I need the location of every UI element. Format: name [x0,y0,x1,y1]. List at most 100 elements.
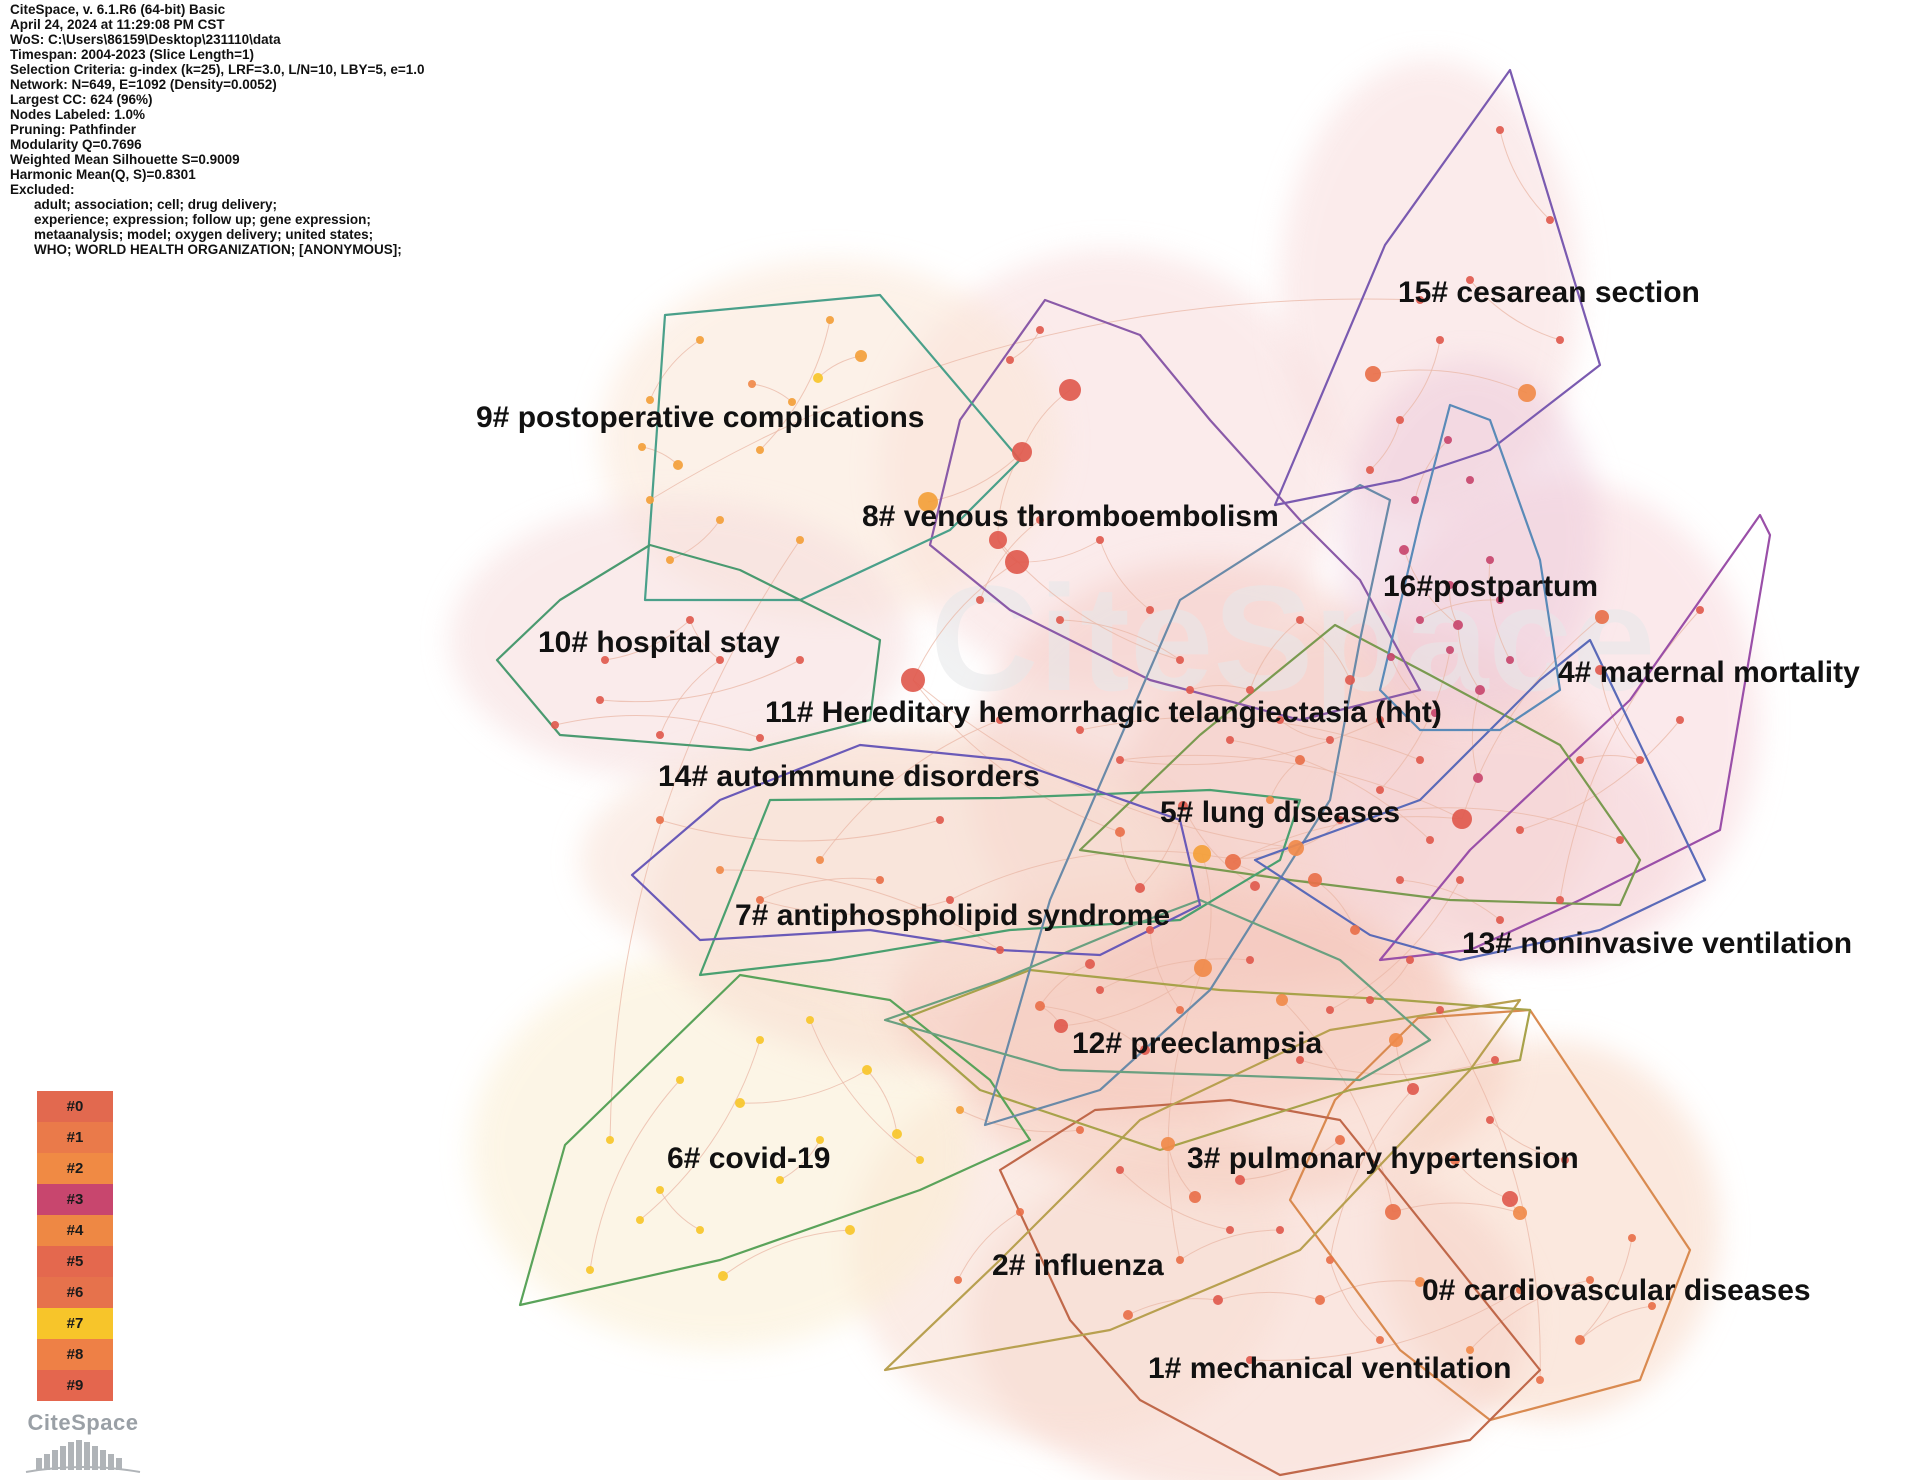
cluster-label: 15# cesarean section [1398,276,1700,309]
excluded-line: adult; association; cell; drug delivery; [34,197,278,212]
info-line: April 24, 2024 at 11:29:08 PM CST [10,17,225,32]
network-edge [689,619,721,661]
network-node [1296,1056,1304,1064]
network-node [1250,881,1260,891]
network-node [1466,276,1474,284]
legend-swatch: #1 [37,1122,113,1153]
network-node [735,1098,745,1108]
network-edge [912,561,1018,681]
network-node [1536,1376,1544,1384]
network-node [1076,726,1084,734]
network-edge [1392,1202,1521,1214]
network-edge [1167,967,1204,1261]
network-edge [1414,439,1449,501]
network-node [1516,1286,1524,1294]
network-node [1396,416,1404,424]
network-edge [1217,1291,1321,1301]
network-edge [1239,1139,1341,1181]
network-node [1146,926,1154,934]
network-node [1226,736,1234,744]
network-node [936,816,944,824]
info-line: CiteSpace, v. 6.1.R6 (64-bit) Basic [10,2,226,17]
network-node [1436,1006,1444,1014]
cluster-halos [450,60,1760,1480]
info-line: Pruning: Pathfinder [10,122,136,137]
network-edge [659,819,941,842]
network-edge [927,451,1023,503]
network-node [1193,845,1211,863]
network-node [716,866,724,874]
network-node [716,516,724,524]
network-edge [1299,619,1351,681]
network-node [1696,606,1704,614]
network-node [606,1136,614,1144]
network-node [1226,1226,1234,1234]
network-node [1466,1346,1474,1354]
info-line: Nodes Labeled: 1.0% [10,107,146,122]
network-node [1315,1295,1325,1305]
network-node [862,1065,872,1075]
network-node [796,656,804,664]
network-node [876,876,884,884]
network-node [1411,496,1419,504]
network-edge [1127,1298,1219,1316]
network-edge [1457,624,1481,691]
network-node [1115,827,1125,837]
network-node [1636,756,1644,764]
network-node [813,373,823,383]
network-node [756,446,764,454]
cluster-label: 10# hospital stay [538,626,780,659]
network-node [1176,1256,1184,1264]
network-node [1213,1295,1223,1305]
network-node [1446,581,1454,589]
network-node [1288,840,1304,856]
legend-swatch: #6 [37,1277,113,1308]
network-node [1616,836,1624,844]
logo-text: CiteSpace [27,1410,139,1435]
info-line: Selection Criteria: g-index (k=25), LRF=… [10,62,425,77]
network-node [1225,854,1241,870]
network-edge [866,1069,898,1135]
network-edge [599,659,801,703]
network-node [1496,126,1504,134]
network-node [816,856,824,864]
excluded-line: experience; expression; follow up; gene … [34,212,371,227]
cluster-label: 14# autoimmune disorders [658,760,1040,793]
network-node [1296,616,1304,624]
network-node [1491,1056,1499,1064]
network-edge [719,869,1001,951]
cluster-label: 11# Hereditary hemorrhagic telangiectasi… [765,696,1442,729]
legend-swatch: #0 [37,1091,113,1122]
cluster-hull [1378,513,1772,962]
legend-swatch: #9 [37,1370,113,1401]
network-node [1116,756,1124,764]
network-edge [1579,755,1641,761]
network-node [1502,1191,1518,1207]
network-node [1444,436,1452,444]
network-edges [554,129,1701,1381]
network-node [1194,959,1212,977]
network-node [996,946,1004,954]
network-node [1456,876,1464,884]
network-node [1389,1033,1403,1047]
network-node [748,380,756,388]
network-node [696,336,704,344]
network-edge [1060,967,1204,1027]
network-edge [1079,716,1421,761]
network-node [1135,883,1145,893]
network-edge [1329,1259,1381,1341]
cluster-halo [1340,360,1600,720]
network-edge [1499,129,1551,221]
network-edge [1139,805,1184,889]
network-edge [1419,599,1501,621]
network-edge [1229,739,1431,841]
cluster-halo [1320,720,1680,960]
cluster-hull [883,898,1432,1082]
network-node [1595,610,1609,624]
network-node [1336,816,1344,824]
network-node [646,396,654,404]
network-node [756,1036,764,1044]
network-node [946,896,954,904]
network-node [1595,665,1605,675]
network-edge [1519,719,1681,831]
